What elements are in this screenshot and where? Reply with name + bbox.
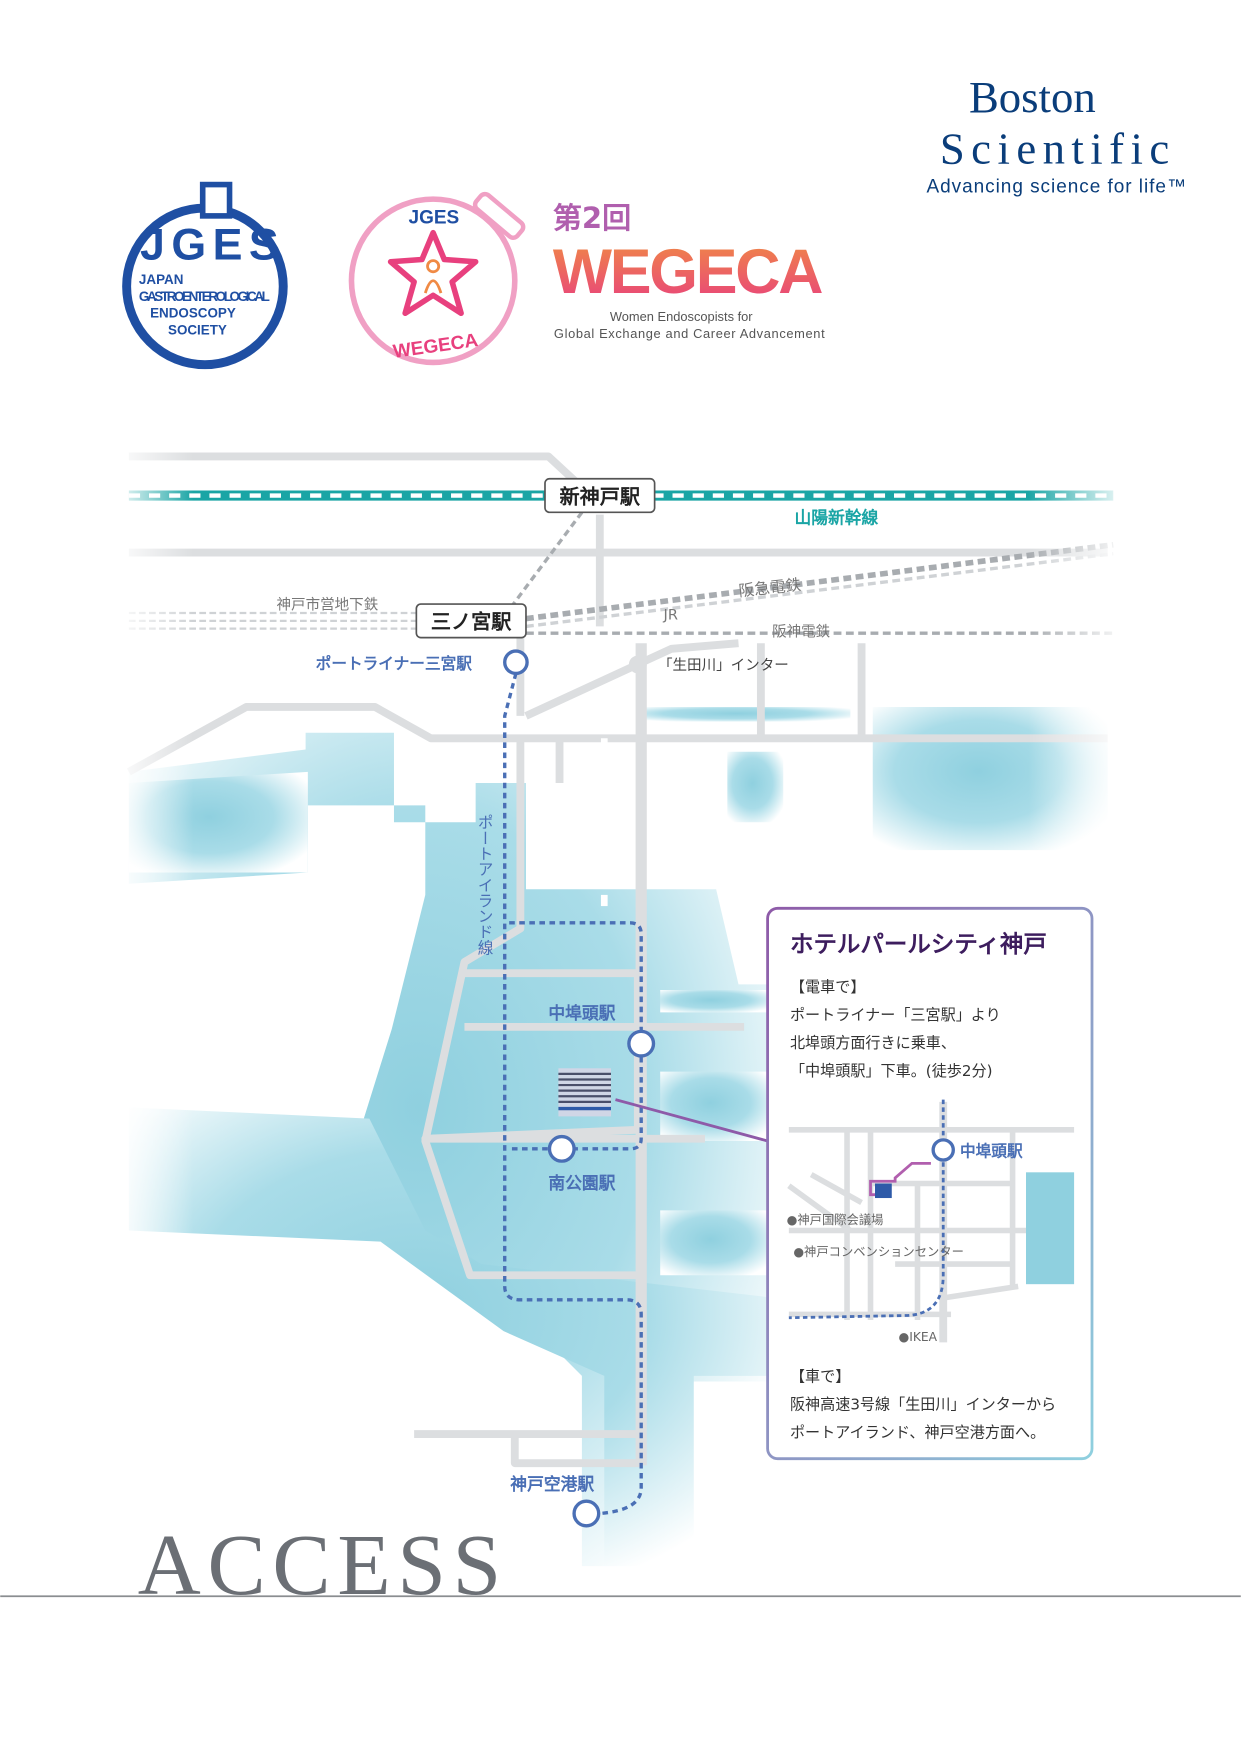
subway-label: 神戸市営地下鉄	[277, 597, 379, 614]
subway-line	[128, 611, 417, 630]
car-line-2: ポートアイランド、神戸空港方面へ。	[790, 1423, 1045, 1441]
inset-map: 中埠頭駅 ●神戸国際会議場 ●神戸コンベンションセンター ●IKEA	[787, 1099, 1075, 1344]
jr-link	[507, 511, 584, 611]
sanyo-shinkansen-label: 山陽新幹線	[794, 508, 878, 528]
sponsor-name-line2: Scientific	[940, 123, 1169, 173]
jges-line3: ENDOSCOPY	[150, 306, 236, 321]
jges-line2: GASTROENTEROLOGICAL	[139, 289, 270, 304]
car-line-1: 阪神高速3号線「生田川」インターから	[790, 1395, 1056, 1413]
landmark-convention-center: ●神戸コンベンションセンター	[793, 1245, 964, 1259]
inset-station-marker[interactable]	[931, 1138, 955, 1162]
jr-label: JR	[663, 608, 678, 624]
wegeca-title: WEGECA	[553, 237, 824, 307]
landmark-kokusai-kaigijo: ●神戸国際会議場	[787, 1213, 884, 1227]
wegeca-title-block: 第2回 WEGECA Women Endoscopists for Global…	[553, 201, 825, 341]
train-line-2: 北埠頭方面行きに乗車、	[790, 1034, 956, 1052]
hankyu-label: 阪急電鉄	[738, 575, 803, 600]
kobe-airport-marker[interactable]	[572, 1499, 601, 1528]
kobe-airport-label: 神戸空港駅	[510, 1474, 594, 1494]
hotel-name: ホテルパールシティ神戸	[790, 930, 1047, 958]
jges-logo: JGES JAPAN GASTROENTEROLOGICAL ENDOSCOPY…	[122, 181, 288, 370]
access-heading: ACCESS	[138, 1516, 508, 1613]
sannomiya-label: 三ノ宮駅	[431, 610, 512, 634]
shin-kobe-station-box[interactable]: 新神戸駅	[544, 477, 656, 514]
jges-acronym: JGES	[140, 220, 279, 270]
jges-line1: JAPAN	[139, 272, 183, 287]
boston-scientific-logo: Boston Scientific Advancing science for …	[926, 72, 1186, 198]
wegeca-subtitle-1: Women Endoscopists for	[610, 309, 753, 324]
hotel-building-icon	[558, 1068, 611, 1117]
edition-label: 第2回	[553, 201, 631, 235]
train-line-1: ポートライナー「三宮駅」より	[790, 1006, 1001, 1024]
car-heading: 【車で】	[790, 1367, 850, 1385]
jges-line4: SOCIETY	[168, 322, 227, 337]
port-island-line-label: ポートアイランド線	[475, 814, 494, 955]
badge-top-text: JGES	[409, 208, 460, 229]
sponsor-name-line1: Boston	[969, 72, 1096, 122]
wegeca-subtitle-2: Global Exchange and Career Advancement	[554, 326, 825, 341]
hanshin-label: 阪神電鉄	[772, 623, 831, 640]
landmark-ikea: ●IKEA	[898, 1330, 937, 1344]
minami-koen-marker[interactable]	[547, 1134, 576, 1163]
wegeca-badge-logo: JGES WEGECA	[348, 191, 526, 366]
sannomiya-station-box[interactable]: 三ノ宮駅	[415, 603, 527, 639]
rail-lines	[128, 490, 1114, 674]
minami-koen-label: 南公園駅	[548, 1173, 615, 1193]
interchange-label: 「生田川」インター	[658, 657, 789, 674]
hotel-info-box: ホテルパールシティ神戸 【電車で】 ポートライナー「三宮駅」より 北埠頭方面行き…	[766, 906, 1094, 1461]
naka-futo-label: 中埠頭駅	[548, 1003, 615, 1023]
portliner-sannomiya-label: ポートライナー三宮駅	[316, 654, 473, 673]
sponsor-tagline: Advancing science for life™	[926, 176, 1186, 197]
train-line-3: 「中埠頭駅」下車。(徒歩2分)	[790, 1062, 993, 1080]
inset-station-label: 中埠頭駅	[960, 1142, 1023, 1161]
shin-kobe-label: 新神戸駅	[560, 484, 641, 508]
naka-futo-marker[interactable]	[627, 1029, 656, 1058]
train-heading: 【電車で】	[790, 978, 865, 996]
portliner-sannomiya-marker[interactable]	[503, 649, 529, 676]
